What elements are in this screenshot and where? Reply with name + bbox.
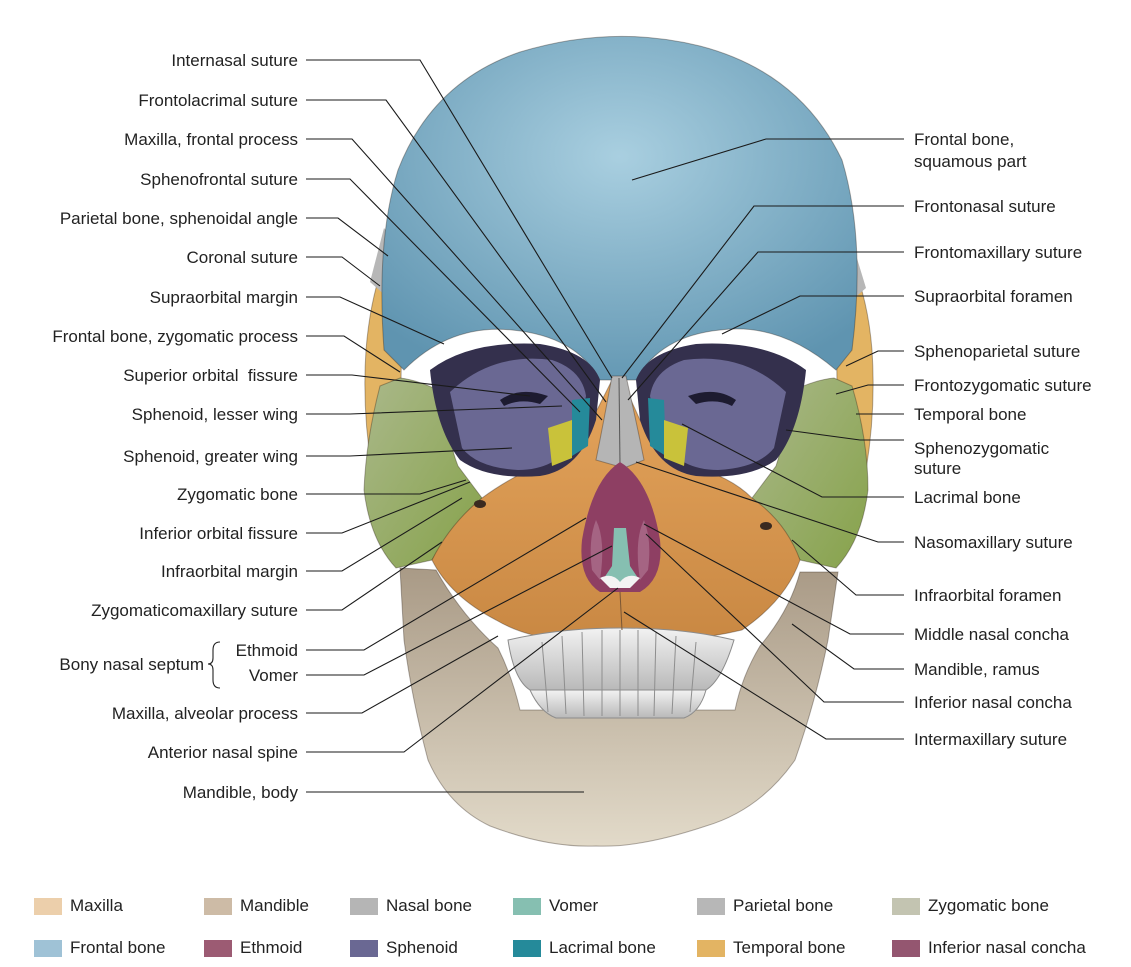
labels-left: Internasal suture Frontolacrimal suture …: [52, 51, 298, 802]
ethmoid-orbit-right: [664, 420, 688, 466]
legend-item-temporal-bone: Temporal bone: [697, 936, 845, 960]
labels-right: Frontal bone, squamous part Frontonasal …: [914, 130, 1092, 749]
teeth-upper: [508, 628, 734, 690]
label-temporal-bone: Temporal bone: [914, 405, 1026, 424]
legend-label: Sphenoid: [386, 938, 458, 958]
label-zygomaticomaxillary-suture: Zygomaticomaxillary suture: [91, 601, 298, 620]
legend-item-parietal-bone: Parietal bone: [697, 894, 833, 918]
label-frontozygomatic-suture: Frontozygomatic suture: [914, 376, 1092, 395]
label-infraorbital-foramen: Infraorbital foramen: [914, 586, 1061, 605]
label-nasomaxillary-suture: Nasomaxillary suture: [914, 533, 1073, 552]
infraorbital-foramen-right: [760, 522, 772, 530]
legend-label: Maxilla: [70, 896, 123, 916]
label-mandible-body: Mandible, body: [183, 783, 299, 802]
label-sphenoparietal-suture: Sphenoparietal suture: [914, 342, 1080, 361]
legend-label: Zygomatic bone: [928, 896, 1049, 916]
label-anterior-nasal-spine: Anterior nasal spine: [148, 743, 298, 762]
label-supraorbital-margin: Supraorbital margin: [150, 288, 298, 307]
legend-swatch: [892, 898, 920, 915]
legend-label: Frontal bone: [70, 938, 165, 958]
legend-label: Vomer: [549, 896, 598, 916]
septum-brace: [208, 642, 220, 688]
legend-item-nasal-bone: Nasal bone: [350, 894, 472, 918]
legend-swatch: [892, 940, 920, 957]
label-sphenofrontal-suture: Sphenofrontal suture: [140, 170, 298, 189]
teeth-lower: [530, 690, 706, 718]
legend-swatch: [350, 898, 378, 915]
legend-label: Mandible: [240, 896, 309, 916]
label-infraorbital-margin: Infraorbital margin: [161, 562, 298, 581]
label-bony-nasal-septum: Bony nasal septum: [59, 655, 204, 674]
legend-swatch: [204, 940, 232, 957]
legend-item-zygomatic-bone: Zygomatic bone: [892, 894, 1049, 918]
label-maxilla-frontal-process: Maxilla, frontal process: [124, 130, 298, 149]
legend-swatch: [204, 898, 232, 915]
color-legend: Maxilla Mandible Nasal bone Vomer Pariet…: [0, 880, 1131, 967]
legend-label: Parietal bone: [733, 896, 833, 916]
label-maxilla-alveolar-process: Maxilla, alveolar process: [112, 704, 298, 723]
legend-label: Lacrimal bone: [549, 938, 656, 958]
legend-item-frontal-bone: Frontal bone: [34, 936, 165, 960]
label-supraorbital-foramen: Supraorbital foramen: [914, 287, 1073, 306]
legend-item-maxilla: Maxilla: [34, 894, 123, 918]
legend-swatch: [697, 898, 725, 915]
label-parietal-sphenoidal-angle: Parietal bone, sphenoidal angle: [60, 209, 298, 228]
label-mandible-ramus: Mandible, ramus: [914, 660, 1040, 679]
legend-swatch: [34, 898, 62, 915]
legend-label: Ethmoid: [240, 938, 302, 958]
legend-item-ethmoid: Ethmoid: [204, 936, 302, 960]
legend-item-sphenoid: Sphenoid: [350, 936, 458, 960]
label-zygomatic-bone: Zygomatic bone: [177, 485, 298, 504]
legend-swatch: [350, 940, 378, 957]
label-frontal-zygomatic-process: Frontal bone, zygomatic process: [52, 327, 298, 346]
label-vomer: Vomer: [249, 666, 298, 685]
infraorbital-foramen-left: [474, 500, 486, 508]
legend-item-mandible: Mandible: [204, 894, 309, 918]
label-internasal-suture: Internasal suture: [171, 51, 298, 70]
label-sphenozygomatic-suture: Sphenozygomatic suture: [914, 439, 1054, 478]
legend-item-inferior-nasal-concha: Inferior nasal concha: [892, 936, 1086, 960]
label-frontolacrimal-suture: Frontolacrimal suture: [138, 91, 298, 110]
legend-swatch: [697, 940, 725, 957]
legend-label: Nasal bone: [386, 896, 472, 916]
label-lacrimal-bone: Lacrimal bone: [914, 488, 1021, 507]
label-frontonasal-suture: Frontonasal suture: [914, 197, 1056, 216]
legend-item-vomer: Vomer: [513, 894, 598, 918]
label-intermaxillary-suture: Intermaxillary suture: [914, 730, 1067, 749]
label-middle-nasal-concha: Middle nasal concha: [914, 625, 1070, 644]
frontal-bone-shape: [382, 36, 857, 380]
legend-swatch: [513, 940, 541, 957]
label-frontal-squamous: Frontal bone, squamous part: [914, 130, 1027, 171]
label-inferior-nasal-concha: Inferior nasal concha: [914, 693, 1072, 712]
ethmoid-orbit-left: [548, 420, 572, 466]
legend-label: Inferior nasal concha: [928, 938, 1086, 958]
label-frontomaxillary-suture: Frontomaxillary suture: [914, 243, 1082, 262]
legend-swatch: [34, 940, 62, 957]
label-sphenoid-greater-wing: Sphenoid, greater wing: [123, 447, 298, 466]
label-coronal-suture: Coronal suture: [186, 248, 298, 267]
label-sphenoid-lesser-wing: Sphenoid, lesser wing: [132, 405, 298, 424]
label-ethmoid: Ethmoid: [236, 641, 298, 660]
legend-label: Temporal bone: [733, 938, 845, 958]
label-superior-orbital-fissure: Superior orbital fissure: [123, 366, 298, 385]
legend-swatch: [513, 898, 541, 915]
legend-item-lacrimal-bone: Lacrimal bone: [513, 936, 656, 960]
label-inferior-orbital-fissure: Inferior orbital fissure: [139, 524, 298, 543]
